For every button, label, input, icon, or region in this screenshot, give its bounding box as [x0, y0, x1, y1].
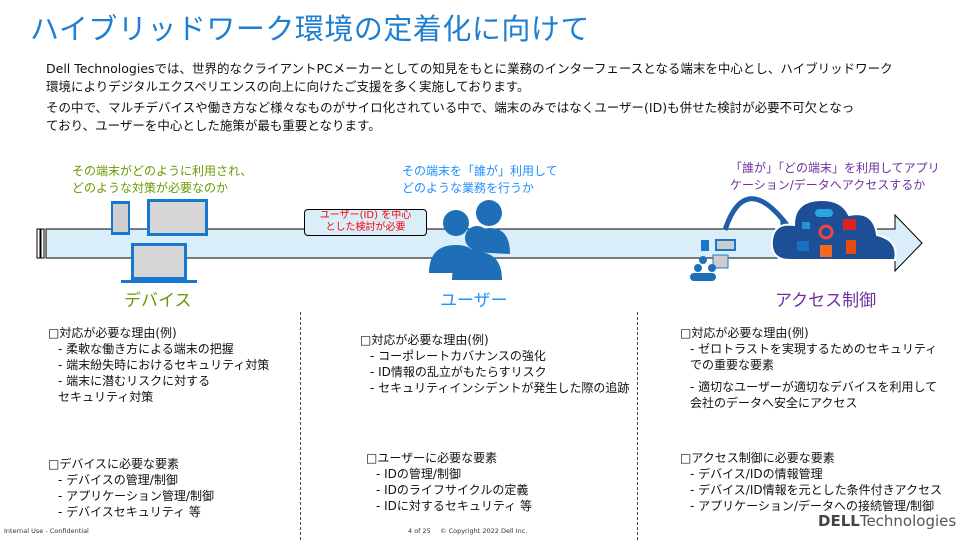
monitor-icon	[147, 199, 208, 236]
divider	[637, 312, 638, 540]
dropbox-icon	[802, 222, 810, 229]
app-icon-orange	[820, 245, 832, 257]
user-label: ユーザー	[440, 291, 508, 311]
user-note: その端末を「誰が」利用してどのような業務を行うか	[402, 164, 558, 195]
curved-arrow-icon	[722, 196, 789, 231]
device-note: その端末がどのように利用され、どのような対策が必要なのか	[72, 164, 253, 195]
google-icon	[818, 224, 834, 240]
box-icon	[797, 241, 809, 251]
users-group-icon	[429, 200, 510, 280]
user-devices-icon	[690, 239, 736, 281]
device-requirements: □デバイスに必要な要素- デバイスの管理/制御- アプリケーション管理/制御- …	[48, 457, 214, 519]
salesforce-icon	[815, 209, 833, 217]
dell-logo: DELLTechnologies	[818, 512, 957, 530]
intro-line-4: ており、ユーザーを中心とした施策が最も重要となります。	[46, 118, 381, 133]
access-label: アクセス制御	[775, 291, 877, 311]
user-requirements: □ユーザーに必要な要素- IDの管理/制御- IDのライフサイクルの定義- ID…	[366, 451, 533, 513]
flow-arrow	[36, 196, 923, 283]
cloud-apps-icon	[770, 198, 897, 261]
divider	[300, 312, 301, 540]
intro-line-2: 環境によりデジタルエクスペリエンスの向上に向けたご支援を多く実施しております。	[46, 79, 530, 94]
callout-box: ユーザー(ID) を中心とした検討が必要	[304, 209, 427, 236]
classification-label: Internal Use - Confidential	[4, 527, 89, 535]
laptop-icon	[121, 243, 197, 283]
app-icon	[843, 219, 856, 230]
office-icon	[846, 240, 856, 254]
access-note: 「誰が」「どの端末」を利用してアプリケーション/データへアクセスするか	[730, 161, 940, 192]
intro-line-3: その中で、マルチデバイスや働き方など様々なものがサイロ化されている中で、端末のみ…	[46, 100, 855, 115]
access-reasons: □対応が必要な理由(例)- ゼロトラストを実現するためのセキュリティ での重要な…	[680, 326, 938, 410]
tablet-icon	[111, 201, 130, 235]
device-reasons: □対応が必要な理由(例)- 柔軟な働き方による端末の把握- 端末紛失時におけるセ…	[48, 326, 270, 404]
page-number: 4 of 25	[408, 527, 431, 535]
intro-line-1: Dell Technologiesでは、世界的なクライアントPCメーカーとしての…	[46, 61, 893, 76]
access-requirements: □アクセス制御に必要な要素- デバイス/IDの情報管理- デバイス/ID情報を元…	[680, 451, 943, 513]
page-title: ハイブリッドワーク環境の定着化に向けて	[30, 12, 590, 46]
copyright: © Copyright 2022 Dell Inc.	[440, 527, 528, 535]
user-reasons: □対応が必要な理由(例)- コーポレートカバナンスの強化- ID情報の乱立がもた…	[360, 333, 630, 395]
device-label: デバイス	[124, 291, 192, 311]
